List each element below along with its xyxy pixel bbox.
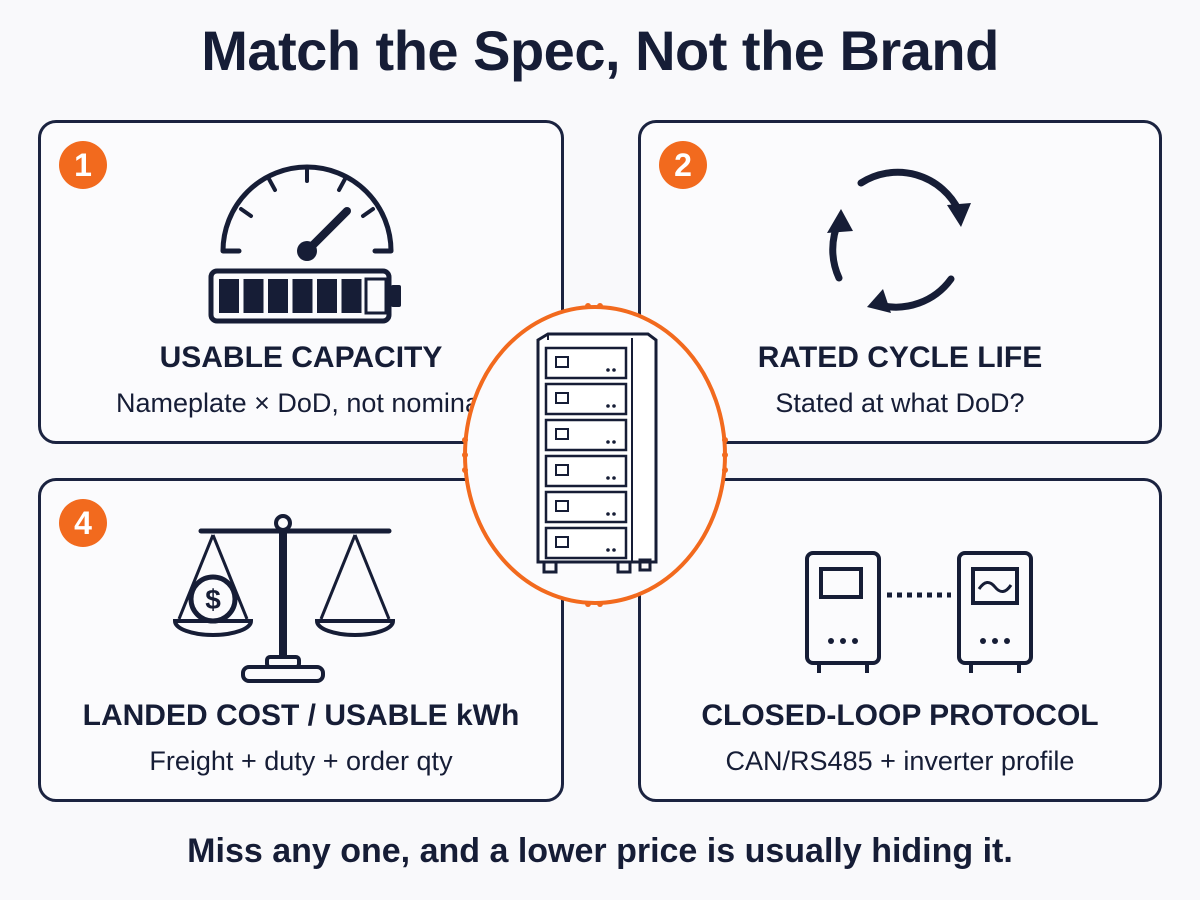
balance-scale-icon: $ (172, 514, 396, 683)
card-rated-cycle-life: 2 RATED CYCLE LIFE Stated at what DoD? (638, 120, 1162, 444)
battery-cell (341, 279, 362, 313)
battery-cell (219, 279, 239, 313)
step-badge-2: 2 (659, 141, 707, 189)
rack-module (544, 454, 628, 488)
step-badge-1: 1 (59, 141, 107, 189)
inverter-unit-icon (957, 551, 1033, 673)
footer-note: Miss any one, and a lower price is usual… (187, 832, 1013, 870)
battery-unit-icon (805, 551, 881, 673)
gauge-battery-icon (208, 164, 401, 324)
battery-cell (317, 279, 337, 313)
page-title: Match the Spec, Not the Brand (201, 19, 999, 82)
battery-cell (364, 277, 388, 315)
battery-cell (243, 279, 264, 313)
dollar-coin-icon (188, 574, 238, 624)
step-badge-3: 3 (659, 499, 707, 547)
battery-cell (268, 279, 288, 313)
card-subtitle: Stated at what DoD? (775, 388, 1025, 418)
battery-level-cells (219, 277, 388, 315)
card-subtitle: Freight + duty + order qty (149, 746, 453, 776)
card-title: RATED CYCLE LIFE (757, 341, 1043, 374)
card-landed-cost: 4 $ LANDED COST / USABLE kWh Freight + d… (38, 478, 564, 802)
battery-cell (292, 279, 313, 313)
card-title: CLOSED-LOOP PROTOCOL (701, 699, 1099, 732)
card-closed-loop-protocol: 3 CLOSED-LOOP PROTOCOL CAN/RS485 + inver… (638, 478, 1162, 802)
cycle-arrows-icon (827, 168, 971, 313)
card-subtitle: CAN/RS485 + inverter profile (725, 746, 1075, 776)
card-title: USABLE CAPACITY (159, 341, 443, 374)
battery-inverter-link-icon (805, 551, 1033, 673)
card-title: LANDED COST / USABLE kWh (82, 699, 520, 732)
step-badge-4: 4 (59, 499, 107, 547)
coin-symbol: $ (205, 584, 221, 615)
card-usable-capacity: 1 USABLE CAPACITY Nameplate × DoD, not n… (38, 120, 564, 444)
card-subtitle: Nameplate × DoD, not nominal (116, 388, 486, 418)
